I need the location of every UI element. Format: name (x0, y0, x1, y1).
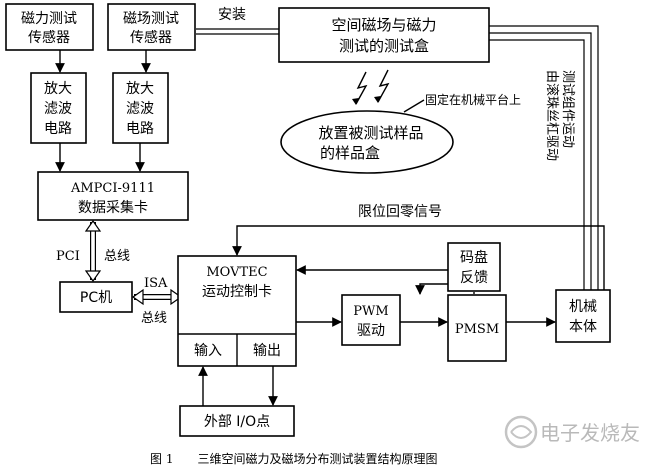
pmsm-label: PMSM (455, 322, 499, 337)
isa-arrow-head-left (131, 288, 144, 306)
fixed-label: 固定在机械平台上 (425, 92, 521, 107)
pc-box (59, 281, 133, 313)
external-io-label: 外部 I/O点 (204, 414, 270, 430)
watermark: 电子发烧友 (504, 415, 640, 449)
sample-box-line2: 的样品盒 (320, 144, 380, 162)
amp2-line3: 电路 (126, 121, 154, 137)
field-sensor-box (107, 3, 196, 51)
field-sensor-line1: 磁场测试 (123, 11, 179, 27)
pwm-driver-box (341, 294, 401, 346)
watermark-text: 电子发烧友 (540, 421, 640, 445)
field-sensor-line2: 传感器 (130, 29, 172, 46)
pmsm-box (447, 294, 507, 362)
machine-line1: 机械 (569, 299, 597, 315)
test-box-line2: 测试的测试盒 (339, 37, 429, 55)
motion-line1: MOVTEC (206, 265, 267, 280)
motion-line2: 运动控制卡 (202, 284, 272, 300)
drive-line-1 (489, 25, 599, 290)
arrow-encoder-to-pwm (415, 283, 448, 295)
amp-filter-box-1 (30, 72, 87, 144)
amp1-line1: 放大 (44, 81, 72, 97)
force-sensor-line2: 传感器 (28, 29, 70, 46)
pci-arrow-head-down (84, 270, 102, 283)
watermark-logo-icon (504, 415, 538, 449)
amp-filter-box-2 (112, 72, 169, 144)
drive-line-2 (489, 32, 592, 290)
lightning-bolt-1-tip (352, 98, 359, 105)
machine-line2: 本体 (569, 319, 597, 335)
limit-signal-line (232, 225, 605, 290)
pci-arrow-head-up (84, 219, 102, 232)
lightning-bolt-2 (377, 69, 390, 103)
amp1-line2: 滤波 (44, 101, 72, 117)
force-sensor-box (5, 3, 94, 51)
input-label: 输入 (194, 343, 222, 359)
external-io-box (179, 405, 295, 437)
encoder-feedback-box (447, 242, 501, 292)
pci-bus-label: 总线 (104, 249, 130, 264)
figure-caption: 图 1 三维空间磁力及磁场分布测试装置结构原理图 (150, 451, 437, 466)
daq-line2: 数据采集卡 (78, 199, 148, 216)
lightning-bolt-1 (355, 71, 368, 105)
encoder-line2: 反馈 (460, 270, 488, 286)
test-box-line1: 空间磁场与磁力 (331, 16, 436, 34)
output-label: 输出 (253, 343, 281, 359)
sample-box-line1: 放置被测试样品 (318, 124, 423, 142)
sample-box-ellipse (280, 110, 454, 174)
drive-line-3 (489, 39, 585, 290)
isa-arrow-head-right (170, 288, 183, 306)
pwm-line2: 驱动 (357, 323, 385, 339)
machine-body-box (555, 289, 611, 343)
amp2-line1: 放大 (126, 81, 154, 97)
watermark-logo-wave (510, 425, 533, 439)
amp2-line2: 滤波 (126, 101, 154, 117)
amp1-line3: 电路 (44, 121, 72, 137)
daq-line1: AMPCI-9111 (70, 181, 155, 196)
encoder-line1: 码盘 (460, 249, 488, 266)
isa-bus-label: 总线 (141, 311, 167, 326)
install-label: 安装 (218, 7, 246, 23)
lightning-bolt-2-tip (374, 96, 381, 103)
vertical-label-ballscrew: 由滚珠丝杠驱动 (544, 70, 560, 161)
vertical-label-motion: 测试组件运动 (560, 70, 575, 148)
isa-label: ISA (144, 276, 168, 291)
pc-label: PC机 (80, 290, 112, 306)
pwm-line1: PWM (353, 304, 388, 319)
limit-signal-label: 限位回零信号 (358, 204, 442, 220)
test-box (278, 7, 490, 63)
daq-card-box (37, 171, 189, 221)
pci-label: PCI (56, 249, 80, 264)
force-sensor-line1: 磁力测试 (21, 11, 77, 27)
fixed-pointer-line (403, 99, 425, 113)
